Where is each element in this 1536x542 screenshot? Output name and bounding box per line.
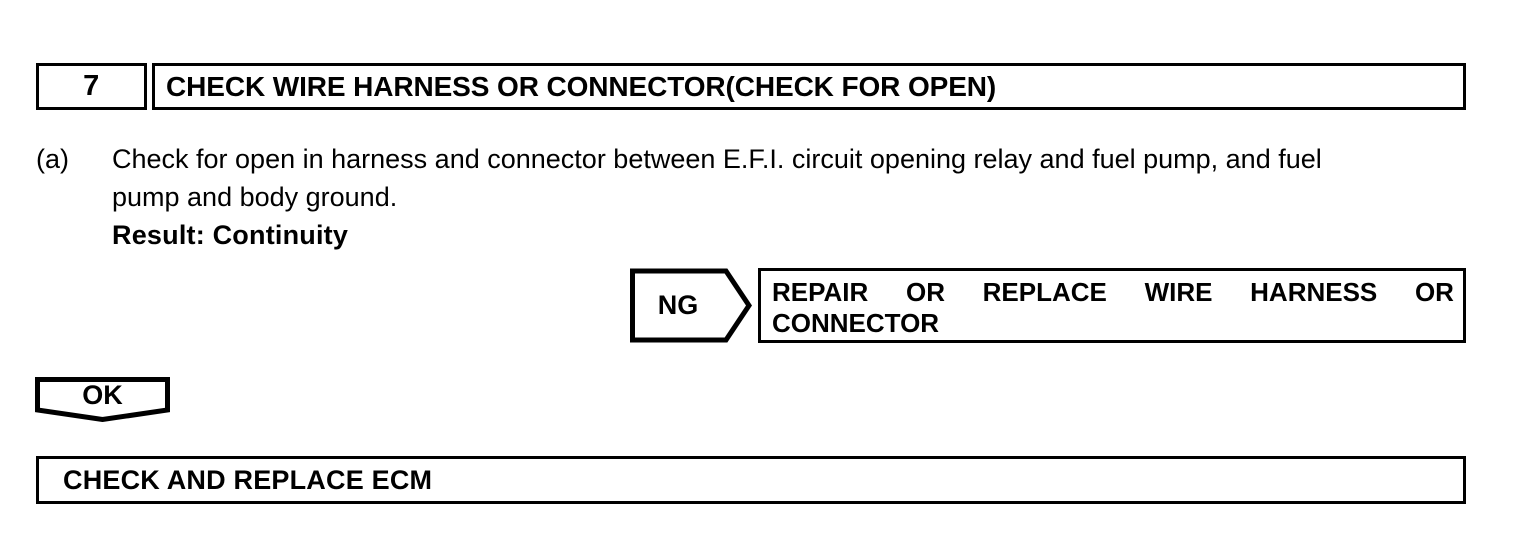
ng-arrow-tag: NG	[630, 268, 752, 343]
ng-label: NG	[657, 290, 699, 320]
final-action-label: CHECK AND REPLACE ECM	[63, 464, 433, 495]
ng-action-word: REPAIR	[772, 277, 869, 307]
ng-action-word: OR	[1414, 277, 1454, 307]
step-title-cell: CHECK WIRE HARNESS OR CONNECTOR(CHECK FO…	[152, 63, 1466, 110]
ok-arrow-tag: OK	[35, 377, 170, 422]
ng-action-word: REPLACE	[982, 277, 1107, 307]
ng-action-line-1: REPAIR OR REPLACE WIRE HARNESS OR	[772, 277, 1454, 308]
procedure-result: Result: Continuity	[112, 220, 349, 250]
procedure-body: Check for open in harness and connector …	[112, 140, 1476, 254]
ng-action-box: REPAIR OR REPLACE WIRE HARNESS OR CONNEC…	[758, 268, 1466, 343]
final-action-box: CHECK AND REPLACE ECM	[36, 456, 1466, 504]
ng-action-word: HARNESS	[1250, 277, 1378, 307]
step-number: 7	[83, 70, 100, 102]
ng-action-word: OR	[905, 277, 945, 307]
procedure-line-2: pump and body ground.	[112, 182, 398, 212]
procedure-row: (a) Check for open in harness and connec…	[36, 140, 1476, 254]
procedure-block: (a) Check for open in harness and connec…	[36, 140, 1476, 254]
step-number-cell: 7	[36, 63, 147, 110]
step-header: 7 CHECK WIRE HARNESS OR CONNECTOR(CHECK …	[36, 63, 1466, 110]
ng-arrow-shape-icon	[630, 268, 752, 343]
procedure-marker: (a)	[36, 144, 69, 174]
ng-action-word: WIRE	[1144, 277, 1213, 307]
ok-arrow-shape-icon	[35, 377, 170, 422]
ok-label: OK	[82, 379, 123, 410]
step-title: CHECK WIRE HARNESS OR CONNECTOR(CHECK FO…	[166, 70, 997, 102]
ng-action-line-2: CONNECTOR	[772, 308, 940, 338]
procedure-line-1: Check for open in harness and connector …	[112, 144, 1322, 174]
